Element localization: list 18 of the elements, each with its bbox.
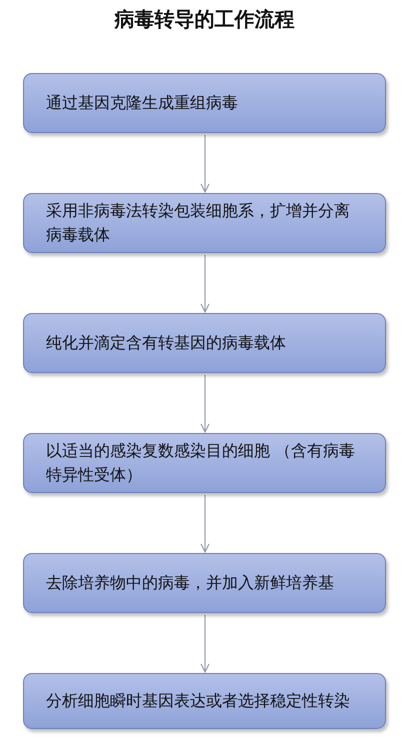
process-box (23, 73, 386, 133)
arrow (200, 134, 210, 192)
step-text: 分析细胞瞬时基因表达或者选择稳定性转染 (46, 690, 350, 712)
step-text: 去除培养物中的病毒，并加入新鲜培养基 (46, 572, 334, 594)
step-text: 纯化并滴定含有转基因的病毒载体 (46, 332, 286, 354)
process-box (23, 193, 386, 253)
arrow (200, 254, 210, 312)
process-box (23, 433, 386, 493)
arrow (200, 614, 210, 672)
process-box (23, 673, 386, 729)
diagram-title: 病毒转导的工作流程 (113, 6, 296, 33)
process-box (23, 553, 386, 613)
step-text: 采用非病毒法转染包装细胞系，扩增并分离病毒载体 (46, 200, 351, 246)
process-box (23, 313, 386, 373)
step-text: 以适当的感染复数感染目的细胞 （含有病毒特异性受体） (46, 440, 356, 486)
arrow (200, 374, 210, 432)
step-text: 通过基因克隆生成重组病毒 (46, 92, 238, 114)
arrow (200, 494, 210, 552)
